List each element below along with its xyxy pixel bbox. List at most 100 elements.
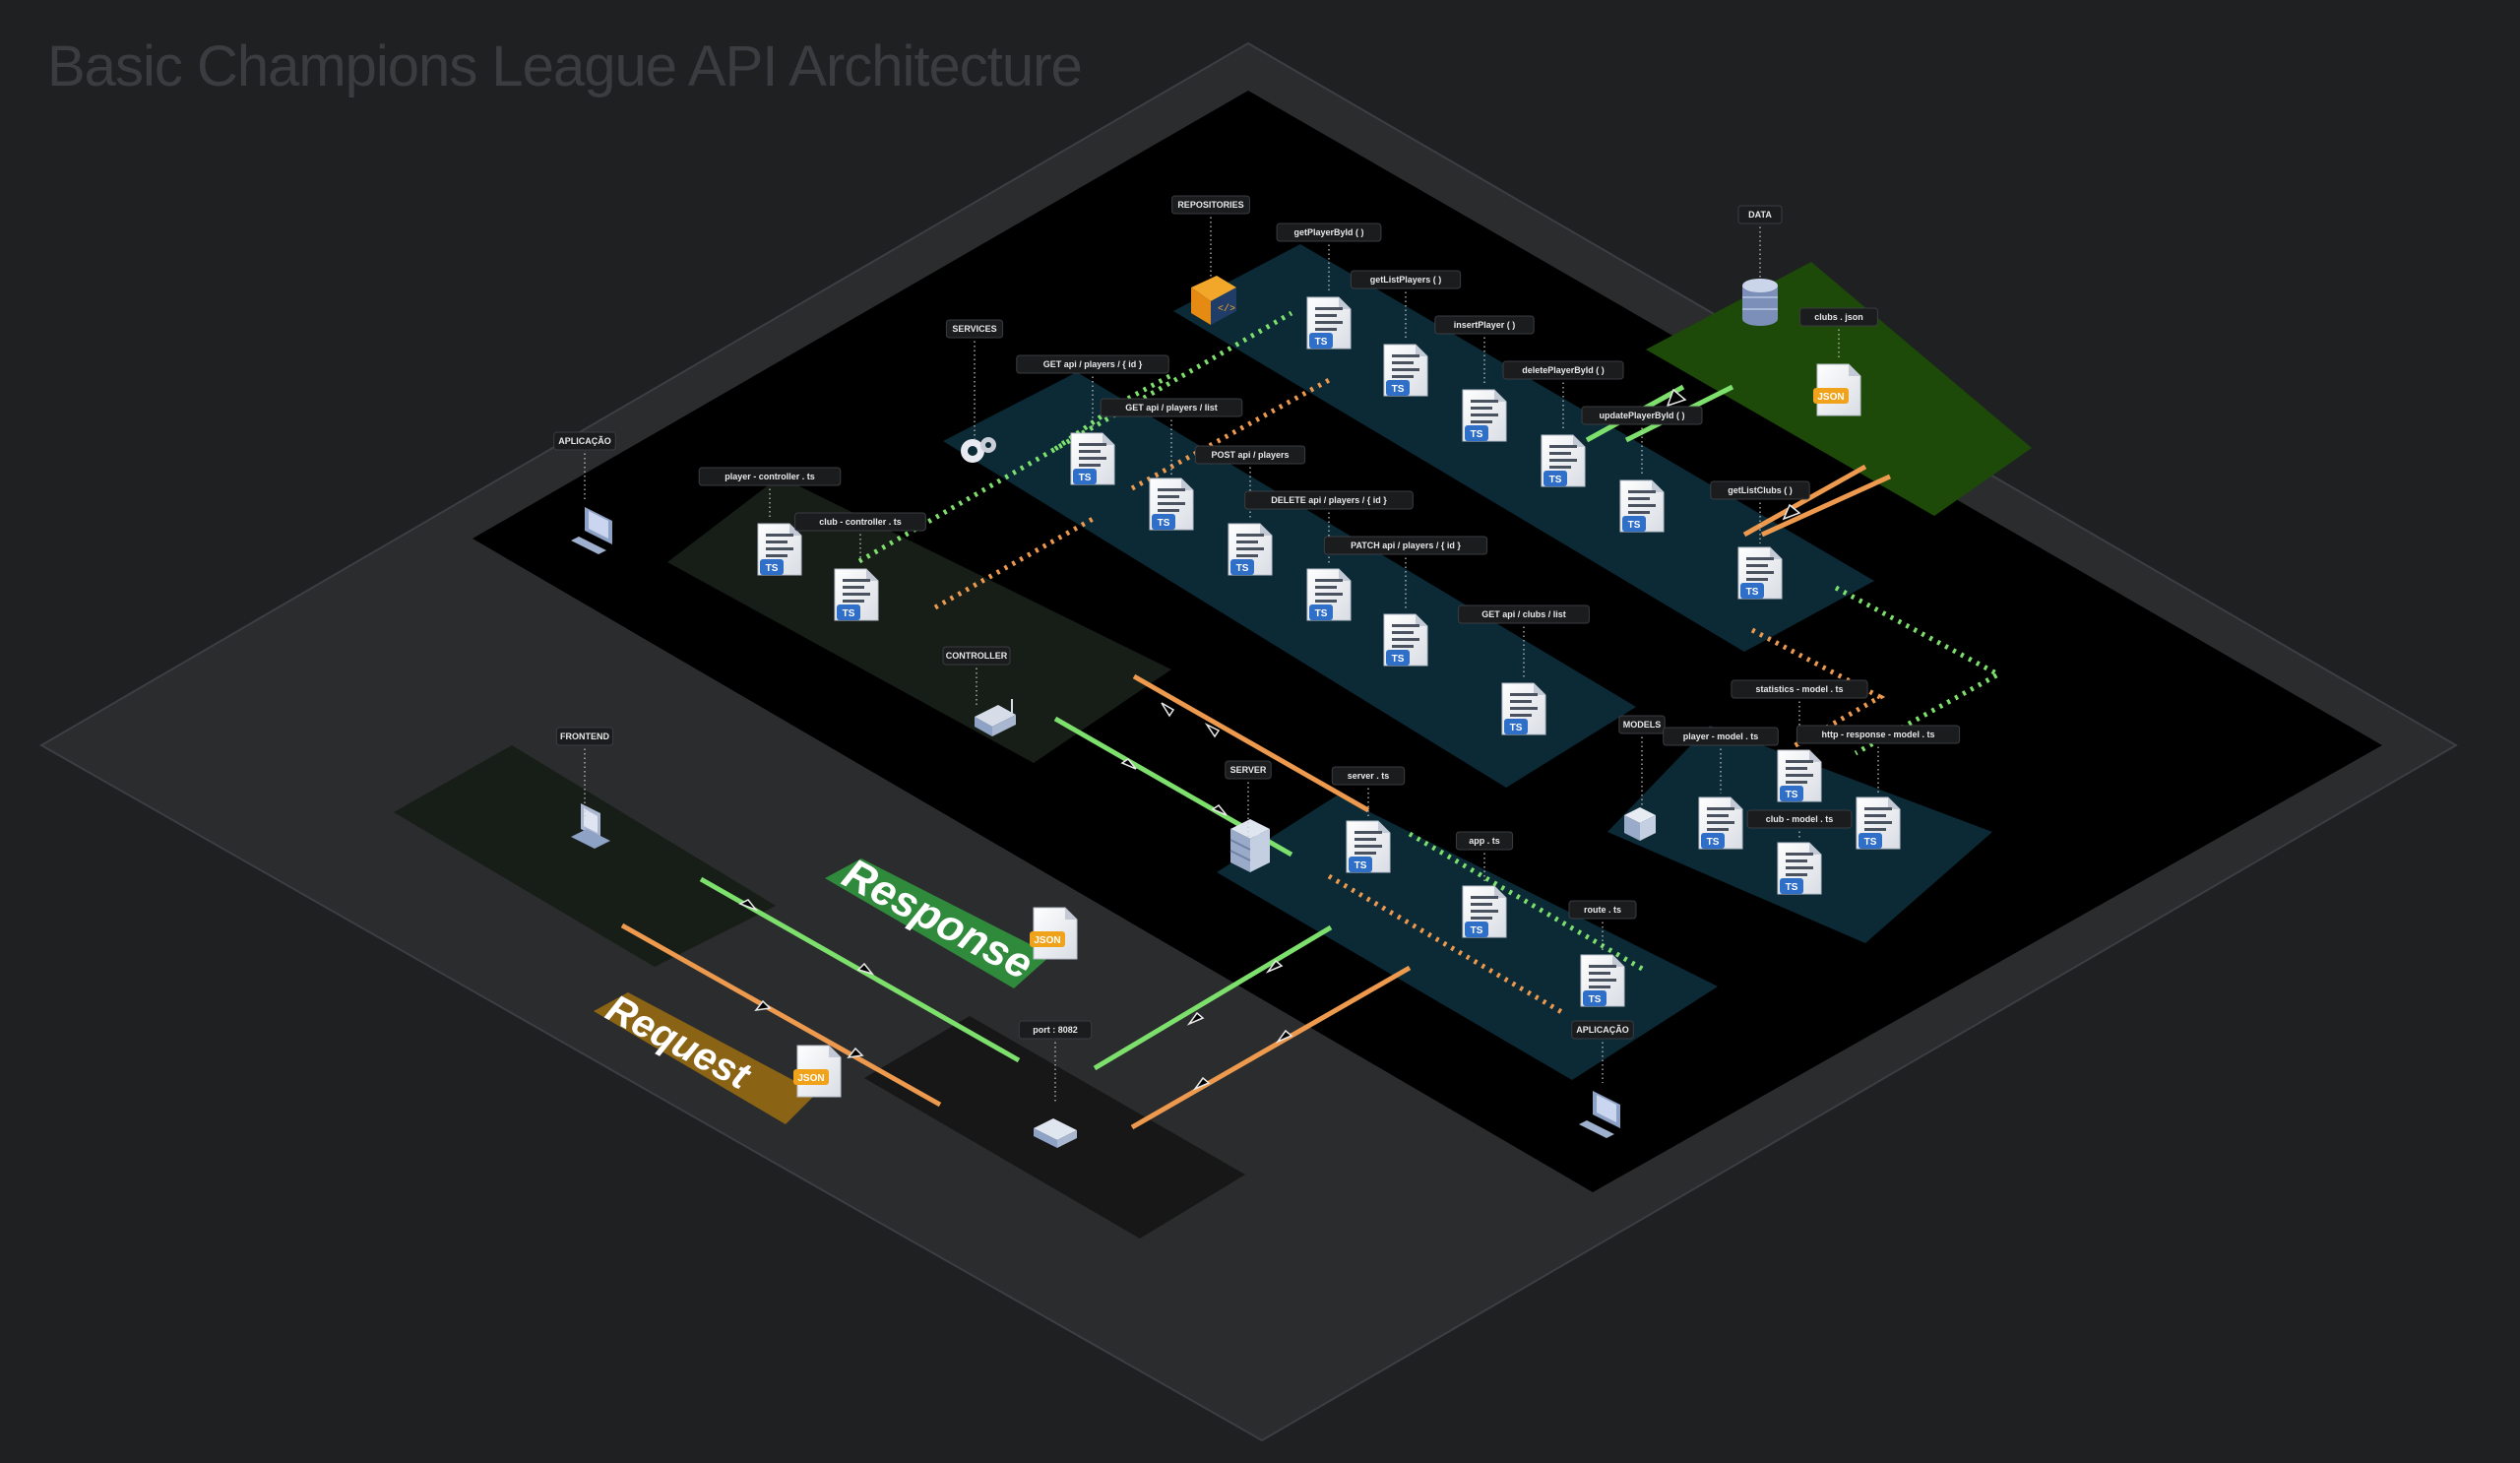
server-file-1-badge-text: TS (1471, 925, 1483, 936)
server-file-label-0: server . ts (1331, 766, 1406, 817)
data-file-0: JSON (1813, 363, 1861, 416)
server-file-label-1-text: app . ts (1469, 836, 1500, 846)
model-file-3-badge-text: TS (1786, 882, 1798, 893)
data-file-label-0: clubs . json (1799, 307, 1878, 360)
repository-file-label-2: insertPlayer ( ) (1434, 315, 1535, 386)
folder-icon: </> (1191, 276, 1236, 325)
model-file-label-3-text: club - model . ts (1766, 814, 1834, 824)
service-file-4-badge-text: TS (1392, 654, 1405, 665)
model-file-label-3: club - model . ts (1746, 809, 1853, 839)
file-icons: TS player - controller . ts TS club - contr… (698, 223, 1961, 1007)
controller-file-label-1-text: club - controller . ts (819, 517, 902, 527)
server-file-1-badge (1465, 922, 1488, 937)
response-json-file: JSON (1030, 907, 1078, 960)
service-file-label-0: GET api / players / { id } (1016, 354, 1169, 429)
server-file-2: TS (1580, 954, 1625, 1007)
request-json-file: JSON (793, 1045, 842, 1098)
port-label-text: port : 8082 (1033, 1025, 1078, 1035)
model-file-0-badge-text: TS (1786, 790, 1798, 800)
service-file-label-5-text: GET api / clubs / list (1481, 609, 1566, 619)
zone-label-2: REPOSITORIES (1171, 195, 1250, 278)
server-file-label-2: route . ts (1568, 900, 1637, 951)
models-platform (1607, 726, 1992, 943)
repository-file-4: TS (1619, 479, 1665, 533)
request-json-file-badge (793, 1069, 829, 1085)
service-file-1: TS (1149, 477, 1194, 531)
model-file-1-badge (1701, 833, 1725, 849)
zone-label-8-text: APLICAÇÃO (1576, 1025, 1629, 1035)
repository-file-5-badge-text: TS (1746, 587, 1759, 598)
port-label: port : 8082 (1018, 1020, 1093, 1103)
model-file-1-badge-text: TS (1707, 837, 1720, 848)
repository-file-3-badge-text: TS (1549, 475, 1562, 485)
controller-file-0-badge (760, 559, 784, 575)
repository-file-1-badge-text: TS (1392, 384, 1405, 395)
repository-file-0-badge (1309, 333, 1333, 349)
request-json-file-badge-text: JSON (797, 1073, 824, 1084)
repository-file-1: TS (1383, 344, 1428, 397)
zone-label-5: FRONTEND (555, 727, 614, 817)
server-file-label-1: app . ts (1455, 831, 1514, 882)
data-file-label-0-text: clubs . json (1814, 312, 1863, 322)
service-file-2-badge-text: TS (1236, 563, 1249, 574)
zone-label-5-text: FRONTEND (560, 732, 609, 741)
model-file-label-2-text: http - response - model . ts (1821, 730, 1934, 739)
repository-file-label-1: getListPlayers ( ) (1350, 270, 1462, 341)
model-file-3: TS (1777, 842, 1822, 895)
server-file-label-2-text: route . ts (1584, 905, 1621, 915)
repository-file-0: TS (1306, 296, 1352, 350)
service-file-5-badge (1504, 719, 1528, 734)
model-file-2-badge-text: TS (1864, 837, 1877, 848)
service-file-4-badge (1386, 650, 1410, 666)
zone-label-1: SERVICES (945, 319, 1004, 441)
repository-file-label-0: getPlayerById ( ) (1276, 223, 1382, 293)
service-file-3-badge (1309, 604, 1333, 620)
controller-file-1-badge-text: TS (843, 608, 855, 619)
service-file-label-5: GET api / clubs / list (1458, 604, 1590, 679)
response-json-file-badge-text: JSON (1034, 935, 1060, 946)
service-file-4: TS (1383, 613, 1428, 667)
controller-file-label-0-text: player - controller . ts (724, 472, 815, 481)
svg-text:</>: </> (1218, 303, 1235, 315)
diagram-title: Basic Champions League API Architecture (47, 34, 1083, 98)
misc-labels: JSON JSON port : 8082 (793, 907, 1093, 1103)
computer-icon-2 (1579, 1091, 1620, 1138)
request-lines (620, 464, 1892, 1130)
zone-label-0-text: APLICAÇÃO (558, 436, 611, 446)
repository-file-1-badge (1386, 380, 1410, 396)
repository-file-label-4: updatePlayerById ( ) (1581, 406, 1703, 477)
repository-file-label-5: getListClubs ( ) (1710, 480, 1810, 543)
service-file-0-badge-text: TS (1079, 473, 1092, 483)
frontend-platform (394, 745, 776, 967)
model-file-label-1-text: player - model . ts (1683, 732, 1759, 741)
service-file-0-badge (1073, 469, 1097, 484)
repository-file-label-4-text: updatePlayerById ( ) (1599, 411, 1684, 420)
controller-file-label-1: club - controller . ts (794, 512, 926, 565)
service-file-2-badge (1230, 559, 1254, 575)
service-file-label-4-text: PATCH api / players / { id } (1351, 541, 1461, 550)
controller-file-label-0: player - controller . ts (698, 467, 842, 520)
service-file-label-0-text: GET api / players / { id } (1043, 359, 1143, 369)
model-file-2-badge (1858, 833, 1882, 849)
zone-label-3: DATA (1737, 205, 1783, 278)
service-file-label-3-text: DELETE api / players / { id } (1271, 495, 1387, 505)
repository-file-4-badge (1622, 516, 1646, 532)
repository-file-3: TS (1541, 434, 1586, 487)
repository-file-2-badge-text: TS (1471, 429, 1483, 440)
server-file-label-0-text: server . ts (1348, 771, 1390, 781)
zone-label-4-text: CONTROLLER (946, 651, 1008, 661)
service-file-1-badge (1152, 514, 1175, 530)
zone-label-1-text: SERVICES (952, 324, 996, 334)
service-file-label-4: PATCH api / players / { id } (1323, 536, 1488, 610)
service-file-label-2-text: POST api / players (1211, 450, 1289, 460)
data-file-0-badge (1813, 388, 1849, 404)
repository-file-2-badge (1465, 425, 1488, 441)
service-file-label-1: GET api / players / list (1100, 398, 1243, 475)
repository-file-5-badge (1740, 583, 1764, 599)
cube-icon (1624, 807, 1656, 841)
database-icon (1742, 279, 1778, 326)
repository-file-0-badge-text: TS (1315, 337, 1328, 348)
zone-label-8: APLICAÇÃO (1571, 1020, 1634, 1083)
service-file-2: TS (1228, 523, 1273, 576)
server-file-1: TS (1462, 885, 1507, 938)
